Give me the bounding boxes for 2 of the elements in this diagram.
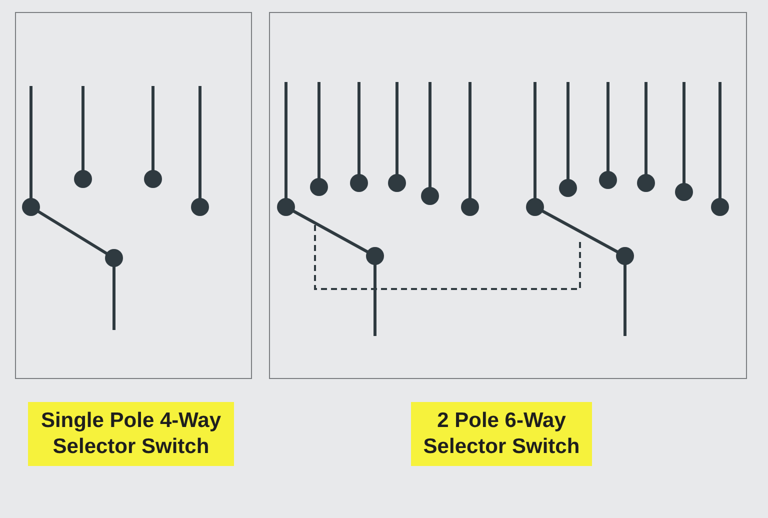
switch-caption: 2 Pole 6-Way Selector Switch <box>411 402 592 466</box>
switch-caption: Single Pole 4-Way Selector Switch <box>28 402 234 466</box>
